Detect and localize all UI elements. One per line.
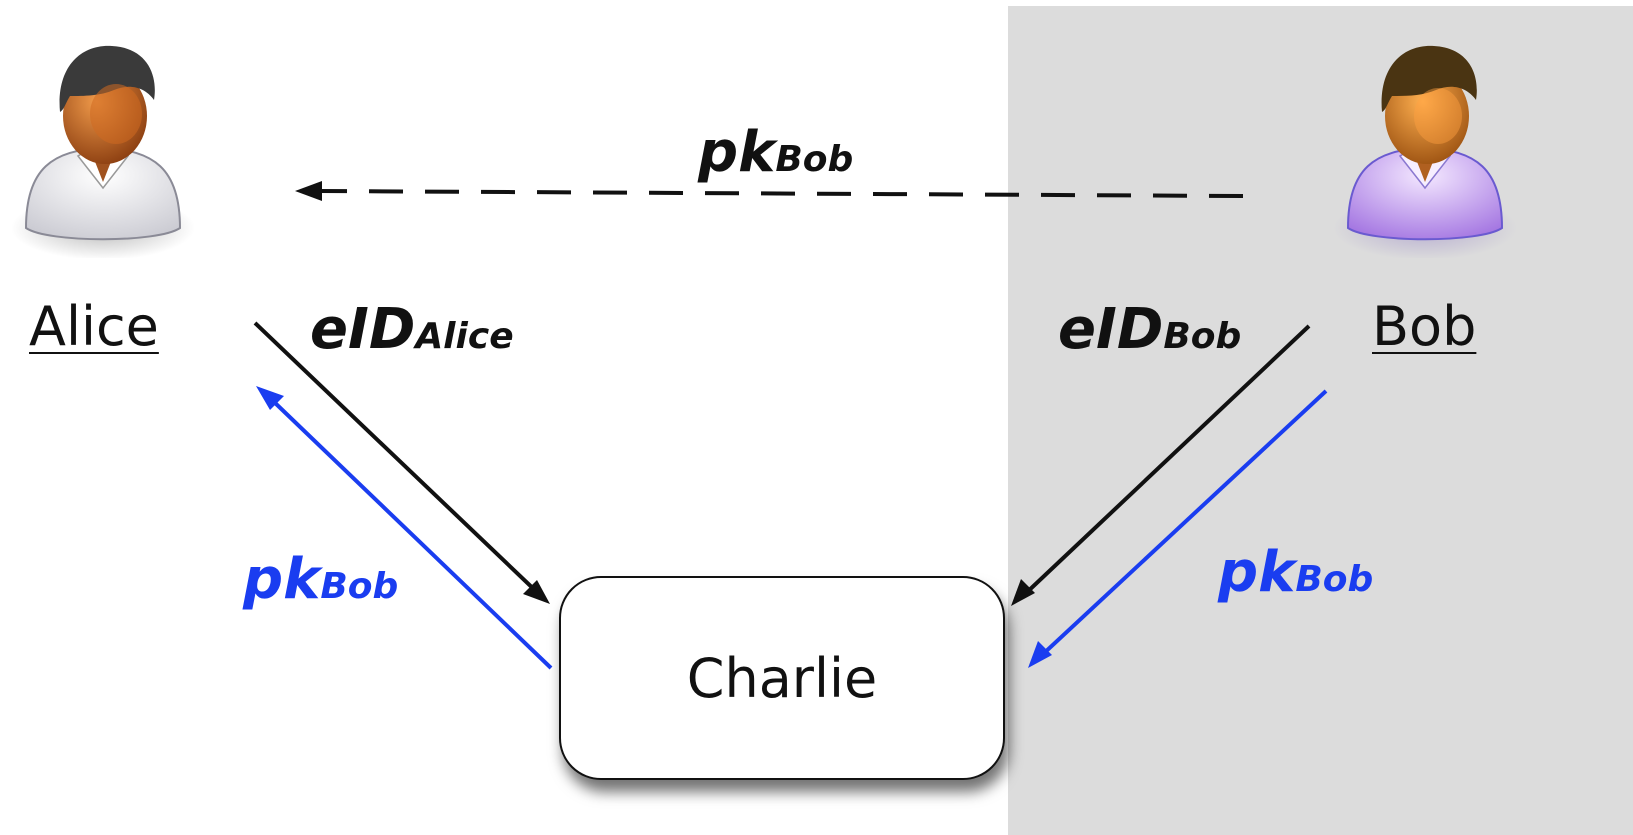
- message-label-alice-to-charlie: eIDAlice: [310, 302, 514, 358]
- charlie-name: Charlie: [686, 646, 878, 710]
- message-base: eID: [1058, 297, 1164, 362]
- message-subscript: Bob: [775, 139, 854, 180]
- message-subscript: Bob: [320, 566, 399, 607]
- alice-name: Alice: [29, 295, 159, 358]
- arrow-charlie-to-alice: [270, 398, 553, 670]
- message-base: pk: [698, 120, 776, 185]
- message-subscript: Bob: [1295, 559, 1374, 600]
- arrowhead-bob-to-charlie: [1011, 579, 1035, 606]
- message-base: pk: [1218, 540, 1296, 605]
- alice-avatar-icon: [11, 45, 195, 258]
- bob-avatar-icon: [1333, 45, 1517, 258]
- message-label-bob-to-charlie: eIDBob: [1058, 302, 1241, 358]
- bob-name: Bob: [1372, 295, 1477, 358]
- message-label-top: pkBob: [698, 125, 853, 181]
- bob-side-background: [1008, 6, 1633, 835]
- message-base: eID: [310, 297, 416, 362]
- message-subscript: Bob: [1163, 316, 1242, 357]
- arrow-alice-to-charlie: [253, 321, 542, 597]
- charlie-node: Charlie: [559, 576, 1005, 780]
- arrowhead-alice-to-charlie: [523, 580, 550, 604]
- arrow-bob-to-charlie-pk: [1040, 389, 1328, 657]
- arrow-bob-to-charlie: [1022, 324, 1311, 597]
- message-subscript: Alice: [415, 316, 514, 357]
- message-label-charlie-to-alice: pkBob: [243, 552, 398, 608]
- arrowhead-bob-to-charlie-pk: [1028, 641, 1052, 668]
- dashed-arrow-bob-to-alice: [317, 189, 1244, 198]
- arrowhead-charlie-to-alice: [256, 386, 284, 410]
- message-label-bob-to-charlie-pk: pkBob: [1218, 545, 1373, 601]
- message-base: pk: [243, 547, 321, 612]
- dashed-arrowhead: [295, 181, 322, 201]
